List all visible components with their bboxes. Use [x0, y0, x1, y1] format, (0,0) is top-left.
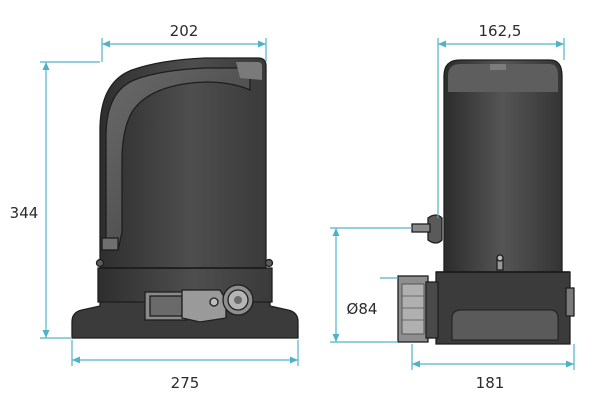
dim-label-162-5: 162,5	[479, 22, 522, 40]
dim-162-arrow-left	[438, 40, 446, 48]
dim-275-arrow-right	[290, 356, 298, 364]
dim-label-181: 181	[476, 374, 505, 392]
front-pinion-teeth	[401, 283, 425, 335]
dim-84-arrow-bottom	[332, 334, 340, 342]
front-right-foot	[565, 287, 575, 317]
dim-84-arrow-top	[332, 228, 340, 236]
front-gear-housing	[425, 281, 439, 339]
side-housing	[99, 57, 267, 269]
dim-344-arrow-bottom	[42, 330, 50, 338]
side-screw-right	[264, 258, 274, 268]
front-top-tab	[490, 64, 506, 70]
dim-181-arrow-right	[566, 360, 574, 368]
dim-162-arrow-right	[556, 40, 564, 48]
front-housing	[443, 59, 563, 273]
dim-label-202: 202	[170, 22, 199, 40]
dim-202-arrow-left	[102, 40, 110, 48]
front-base-panel	[451, 309, 559, 341]
dim-344-arrow-top	[42, 62, 50, 70]
side-view	[71, 57, 299, 339]
dim-label-344: 344	[10, 204, 39, 222]
cable-connector	[411, 223, 431, 233]
dim-202-arrow-right	[258, 40, 266, 48]
side-notch	[101, 237, 119, 251]
dimension-lines	[40, 38, 575, 370]
cable-gland	[427, 214, 443, 244]
release-lever-arm	[181, 289, 227, 323]
dim-label-275: 275	[171, 374, 200, 392]
dim-label-diameter-84: Ø84	[347, 300, 378, 318]
front-latch-head	[496, 254, 504, 262]
front-top-cap	[448, 64, 558, 92]
dimension-labels: 202 344 275 162,5 Ø84 181	[10, 22, 522, 392]
side-top-strip	[236, 62, 262, 80]
release-pin	[209, 297, 219, 307]
side-arch-panel	[105, 67, 251, 251]
release-lever-slot	[149, 295, 183, 317]
dim-275-arrow-left	[72, 356, 80, 364]
dim-181-arrow-left	[412, 360, 420, 368]
side-pinion-hub	[234, 296, 242, 304]
side-screw-left	[95, 258, 105, 268]
front-view	[397, 59, 575, 345]
